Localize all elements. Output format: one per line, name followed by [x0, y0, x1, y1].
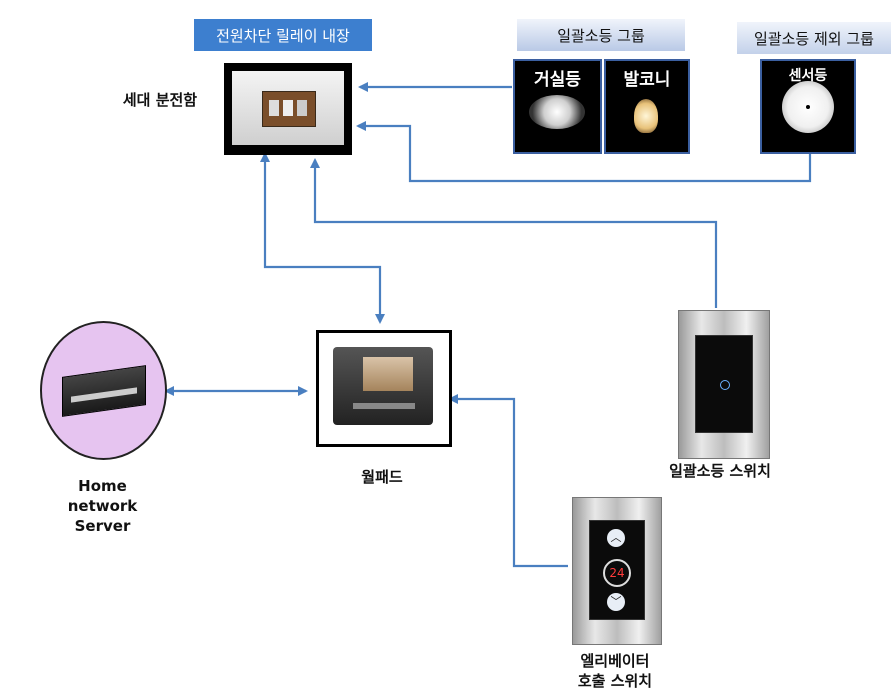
arrow-sensor-to-box	[356, 121, 812, 183]
all-off-switch	[678, 310, 770, 459]
server-label-line1: Home	[78, 477, 127, 495]
server-label: Home network Server	[55, 476, 150, 536]
relay-title-label: 전원차단 릴레이 내장	[194, 19, 372, 51]
relay-title-text: 전원차단 릴레이 내장	[216, 26, 350, 45]
wallpad-label: 월패드	[361, 468, 403, 486]
arrow-box-wallpad	[260, 152, 385, 324]
elevator-switch-label-line1: 엘리베이터	[580, 652, 650, 670]
distribution-box-label: 세대 분전함	[122, 91, 198, 109]
wallpad-screen-icon	[333, 347, 433, 425]
wallpad-frame	[316, 330, 452, 447]
sensor-light-photo: 센서등	[760, 59, 856, 154]
sensor-light-label: 센서등	[788, 68, 828, 84]
touch-switch-icon	[695, 335, 753, 433]
rack-server-icon	[62, 365, 146, 417]
all-off-switch-label: 일괄소등 스위치	[669, 462, 771, 480]
group-excluded-label: 일괄소등 제외 그룹	[737, 22, 891, 54]
group-excluded-text: 일괄소등 제외 그룹	[754, 29, 874, 48]
server-label-line3: Server	[74, 517, 131, 535]
living-room-light-photo: 거실등	[513, 59, 602, 154]
elevator-switch: ︿ 24 ﹀	[572, 497, 662, 645]
arrow-switch-to-box	[310, 158, 718, 308]
balcony-light-label: 발코니	[623, 70, 671, 90]
elevator-floor-display: 24	[603, 559, 631, 587]
group-all-off-text: 일괄소등 그룹	[557, 26, 645, 45]
balcony-light-photo: 발코니	[604, 59, 690, 154]
distribution-box-image	[224, 63, 352, 155]
server-circle	[40, 321, 167, 460]
elevator-switch-label: 엘리베이터 호출 스위치	[545, 651, 685, 691]
elevator-switch-label-line2: 호출 스위치	[577, 672, 653, 690]
server-label-line2: network	[67, 497, 138, 515]
arrow-elevator-to-wallpad	[448, 394, 568, 568]
elevator-call-switch-icon: ︿ 24 ﹀	[589, 520, 645, 620]
group-all-off-label: 일괄소등 그룹	[517, 19, 685, 51]
living-room-light-label: 거실등	[534, 70, 581, 90]
